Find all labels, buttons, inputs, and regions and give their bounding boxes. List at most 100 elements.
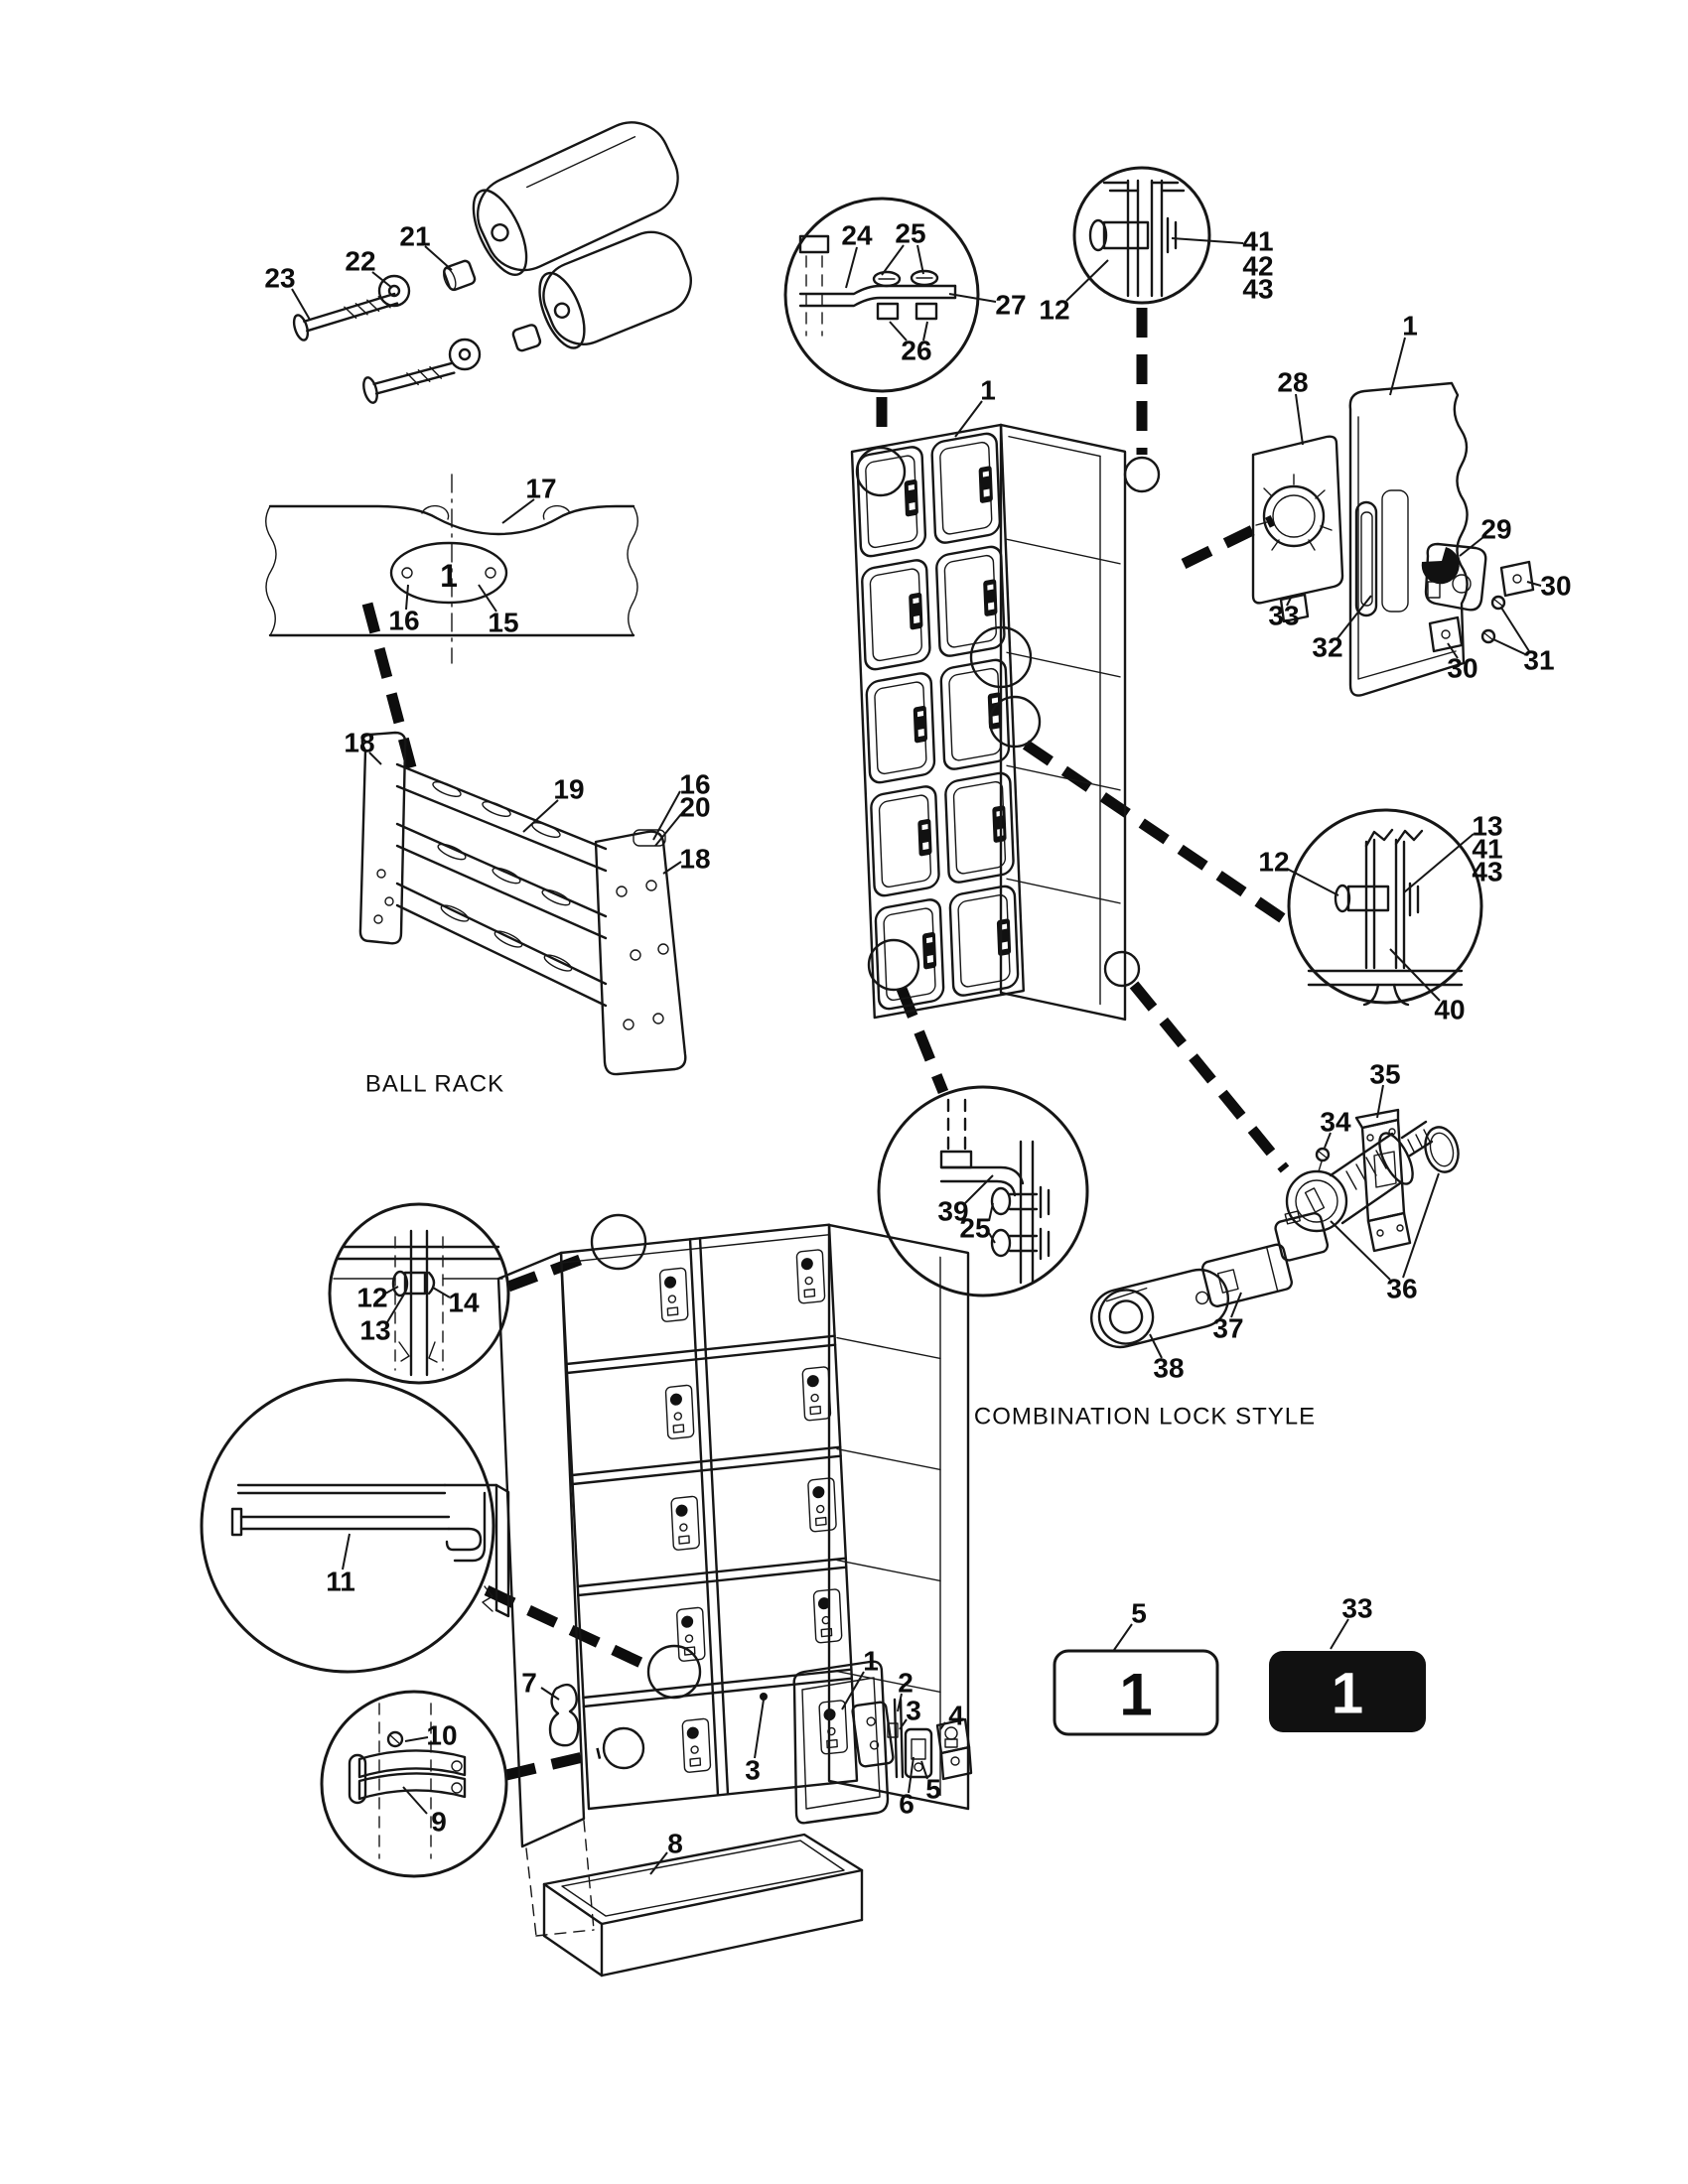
number-plates: 1 1 <box>1053 1649 1426 1736</box>
detail-circle-hinge-mid <box>1287 808 1483 1007</box>
detail-circle-channel-bolt <box>328 1202 510 1385</box>
leader-line-3 <box>899 1718 908 1730</box>
leader-line-34 <box>1324 1132 1332 1149</box>
part-label-42-17: 42 <box>1242 251 1273 282</box>
part-label-24-11: 24 <box>841 220 873 251</box>
part-label-15-5: 15 <box>488 608 518 638</box>
leader-line-25 <box>988 1202 994 1222</box>
part-label-12-28: 12 <box>1258 847 1289 878</box>
leader-line-31 <box>1492 638 1528 656</box>
part-label-43-18: 43 <box>1242 274 1273 305</box>
combination-lock-caption: COMBINATION LOCK STYLE <box>974 1404 1316 1431</box>
part-label-27-14: 27 <box>995 290 1026 321</box>
leader-line-35 <box>1376 1084 1384 1119</box>
roller-assembly <box>292 121 692 404</box>
leader-line-2 <box>897 1693 903 1712</box>
leader-line-27 <box>948 293 997 303</box>
part-label-32-27: 32 <box>1312 632 1342 663</box>
base-pan <box>542 1833 864 1978</box>
part-label-21-0: 21 <box>399 221 430 252</box>
part-label-26-13: 26 <box>901 336 931 366</box>
part-label-8-54: 8 <box>667 1829 683 1859</box>
part-label-30-23: 30 <box>1540 571 1571 602</box>
connector-arrows <box>361 308 1291 1781</box>
leader-line-36 <box>1330 1220 1391 1281</box>
leader-line-13 <box>386 1292 406 1323</box>
part-label-34-34: 34 <box>1320 1107 1351 1138</box>
part-label-40-32: 40 <box>1434 995 1465 1025</box>
part-label-33-56: 33 <box>1341 1593 1372 1624</box>
part-label-3-49: 3 <box>906 1696 921 1726</box>
leader-line-3 <box>754 1699 765 1759</box>
leader-line-30 <box>1447 642 1459 659</box>
white-number-plate <box>1053 1649 1219 1736</box>
part-label-3-51: 3 <box>745 1755 761 1786</box>
leader-line-25 <box>916 244 924 275</box>
part-label-22-1: 22 <box>345 246 375 277</box>
ball-rack-caption: BALL RACK <box>365 1071 504 1098</box>
leader-line-33 <box>1330 1618 1349 1650</box>
leader-line-26 <box>922 321 928 341</box>
part-label-41-30: 41 <box>1472 834 1502 865</box>
part-label-19-7: 19 <box>553 774 584 805</box>
white-plate-number: 1 <box>1119 1662 1152 1728</box>
part-label-16-4: 16 <box>388 606 419 636</box>
part-label-28-20: 28 <box>1277 367 1308 398</box>
exploded-door-assembly <box>760 1660 973 1825</box>
part-label-4-50: 4 <box>948 1701 964 1731</box>
leader-line-37 <box>1230 1292 1242 1318</box>
part-label-39-38: 39 <box>937 1196 968 1227</box>
leader-line-24 <box>845 246 858 289</box>
leader-line-23 <box>291 288 311 321</box>
leader-line-13 <box>1403 833 1475 893</box>
leader-line-7 <box>540 1687 560 1701</box>
leader-line-1 <box>954 400 983 438</box>
part-label-35-33: 35 <box>1369 1059 1400 1090</box>
leader-line-40 <box>1389 948 1441 1002</box>
part-label-18-10: 18 <box>679 844 710 875</box>
detail-circle-hinge-top <box>1072 166 1211 305</box>
part-label-25-39: 25 <box>959 1213 990 1244</box>
part-label-12-15: 12 <box>1039 295 1069 326</box>
leader-line-15 <box>478 584 497 613</box>
part-label-43-31: 43 <box>1472 857 1502 887</box>
part-label-5-55: 5 <box>1131 1598 1147 1629</box>
black-number-plate <box>1269 1651 1426 1732</box>
leader-line-18 <box>662 861 682 875</box>
part-label-37-36: 37 <box>1212 1313 1243 1344</box>
part-label-1-19: 1 <box>980 375 996 406</box>
leader-line-4 <box>939 1721 946 1730</box>
leader-line-33 <box>1286 595 1293 607</box>
leader-line-25 <box>988 1232 996 1244</box>
part-label-20-9: 20 <box>679 792 710 823</box>
part-label-14-42: 14 <box>448 1288 480 1318</box>
leader-line-5 <box>920 1760 928 1780</box>
part-label-16-8: 16 <box>679 769 710 800</box>
rail-plate-number: 1 <box>440 558 458 594</box>
leader-line-18 <box>368 751 382 765</box>
leader-line-6 <box>908 1756 914 1794</box>
part-label-12-40: 12 <box>356 1283 387 1313</box>
leader-line-22 <box>371 271 393 289</box>
leader-line-11 <box>342 1533 351 1570</box>
ball-rack-rails <box>395 762 608 1008</box>
detail-circle-hinge-bottom <box>320 1690 508 1878</box>
bottom-locker-cabinet <box>496 1213 973 1978</box>
leader-line-17 <box>501 498 535 524</box>
ball-rack: BALL RACK <box>358 731 687 1098</box>
leader-line-32 <box>1336 595 1372 639</box>
part-label-33-26: 33 <box>1268 601 1299 631</box>
leader-line-19 <box>522 799 559 833</box>
part-label-5-52: 5 <box>925 1774 941 1805</box>
part-label-38-37: 38 <box>1153 1353 1184 1384</box>
part-label-1-21: 1 <box>1402 311 1418 341</box>
part-label-23-2: 23 <box>264 263 295 294</box>
part-label-29-22: 29 <box>1480 514 1511 545</box>
part-label-11-43: 11 <box>326 1567 355 1597</box>
leader-line-20 <box>654 813 682 847</box>
combination-lock-parts: COMBINATION LOCK STYLE <box>974 1108 1460 1431</box>
leader-line-5 <box>1113 1623 1133 1651</box>
part-label-31-24: 31 <box>1523 645 1554 676</box>
part-label-10-44: 10 <box>426 1720 457 1751</box>
